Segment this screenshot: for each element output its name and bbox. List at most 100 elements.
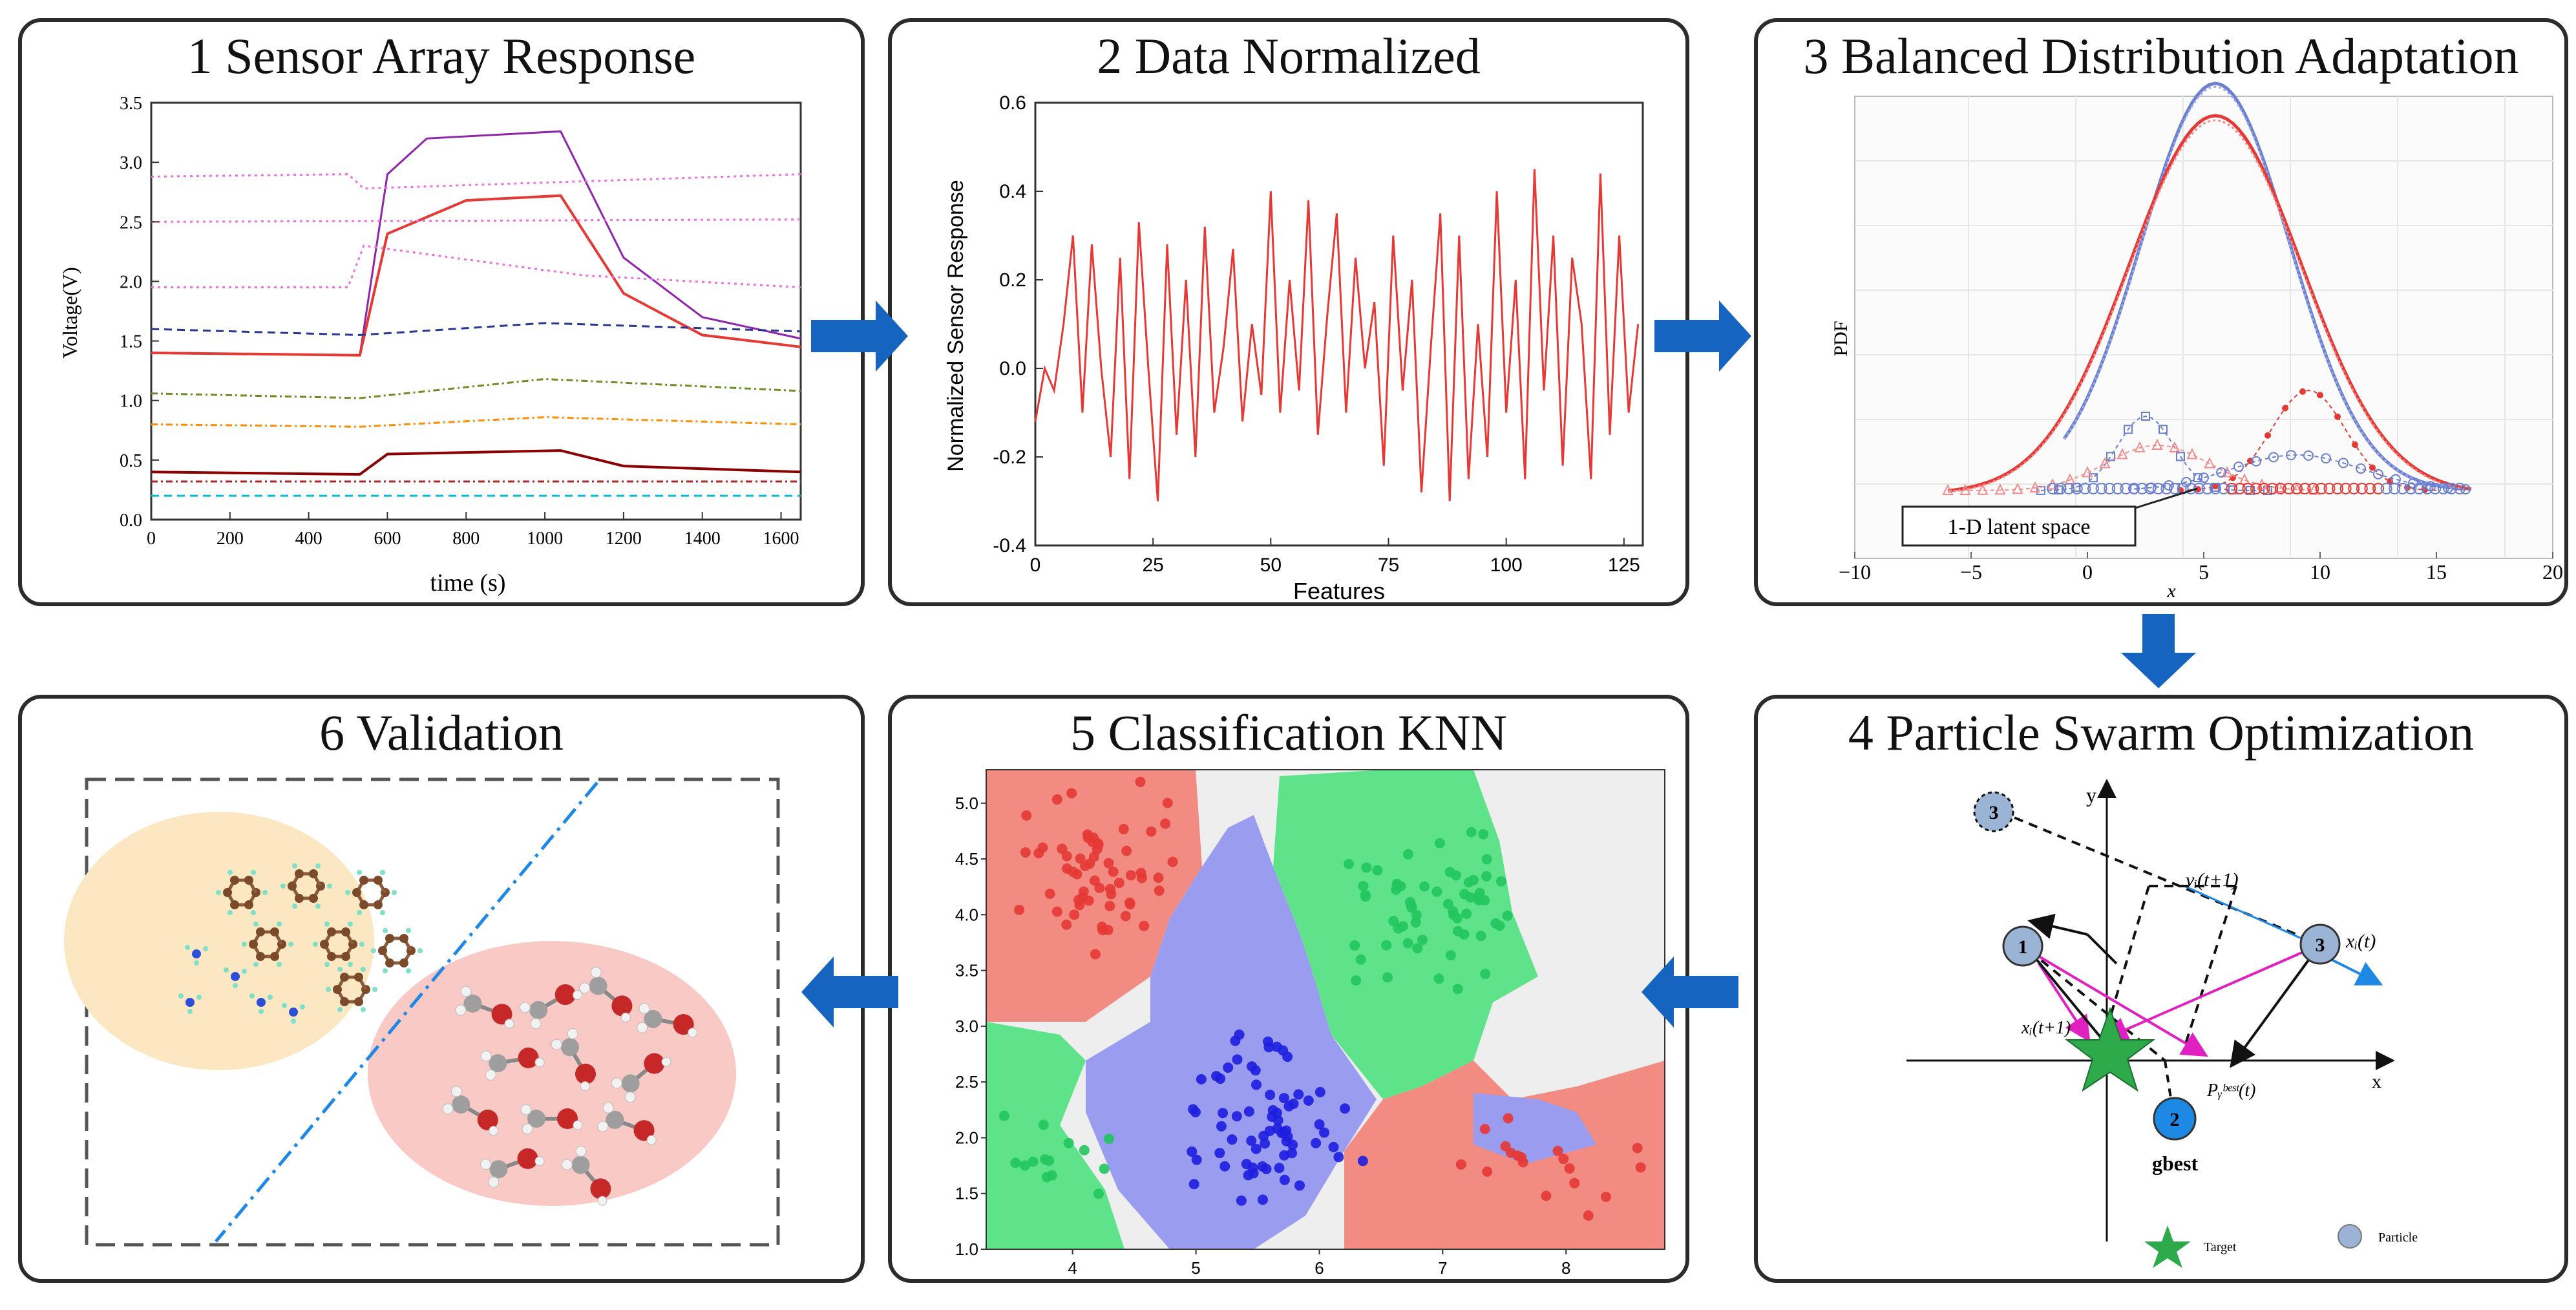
knn-point bbox=[1105, 883, 1116, 894]
knn-point bbox=[1188, 1179, 1199, 1190]
x-tick-label: 100 bbox=[1490, 555, 1523, 576]
alcohol-molecule bbox=[561, 1145, 611, 1206]
knn-point bbox=[1444, 867, 1455, 878]
knn-point bbox=[1082, 829, 1093, 840]
particle-label: 1 bbox=[2018, 936, 2028, 958]
particle-2-gbest: 2 bbox=[2153, 1097, 2197, 1141]
sensor-curve bbox=[151, 244, 801, 289]
knn-point bbox=[1479, 1123, 1490, 1134]
latent-point bbox=[2047, 483, 2058, 494]
y-tick-label: 1.0 bbox=[955, 1240, 978, 1259]
pdf-marker bbox=[2176, 452, 2185, 461]
knn-point bbox=[1057, 843, 1068, 854]
alcohol-molecule bbox=[480, 1047, 545, 1081]
x-tick-label: 0 bbox=[147, 529, 156, 549]
knn-point bbox=[1160, 818, 1171, 829]
x-tick-label: 1400 bbox=[684, 529, 721, 549]
knn-point bbox=[1481, 854, 1492, 865]
latent-point bbox=[2323, 483, 2336, 494]
sensor-curve bbox=[151, 449, 801, 476]
pdf-marker bbox=[2338, 458, 2349, 469]
knn-point bbox=[1281, 1136, 1292, 1146]
y-tick-label: 2.5 bbox=[120, 213, 142, 233]
knn-point bbox=[1099, 1163, 1110, 1174]
pdf-marker bbox=[2141, 412, 2150, 421]
x-axis-label: x bbox=[2166, 580, 2176, 602]
legend-star-icon bbox=[2144, 1225, 2191, 1268]
knn-point bbox=[1232, 1054, 1243, 1065]
knn-point bbox=[1276, 1128, 1287, 1139]
particle-1: 1 bbox=[2002, 925, 2043, 967]
pdf-marker bbox=[2334, 413, 2341, 420]
x-axis-label: x bbox=[2372, 1071, 2381, 1092]
x-tick-label: 50 bbox=[1260, 555, 1282, 576]
y-tick-label: 0.2 bbox=[999, 269, 1026, 291]
knn-point bbox=[1503, 1113, 1514, 1124]
knn-point bbox=[1196, 1073, 1207, 1084]
knn-point bbox=[1121, 845, 1132, 856]
latent-point bbox=[2193, 483, 2205, 494]
latent-point bbox=[2217, 483, 2230, 494]
pdf-marker bbox=[2199, 472, 2209, 483]
knn-point bbox=[1381, 940, 1392, 951]
ammonia-molecule bbox=[185, 945, 208, 966]
pdf-marker bbox=[2134, 441, 2146, 452]
panel-title: 3 Balanced Distribution Adaptation bbox=[1803, 28, 2519, 84]
benzene-molecule bbox=[345, 869, 397, 916]
latent-point bbox=[2104, 483, 2116, 494]
pdf-marker bbox=[2251, 456, 2261, 467]
normalized-series bbox=[1034, 169, 1640, 502]
alcohol-molecule bbox=[442, 1086, 499, 1136]
gbest-label: gbest bbox=[2152, 1152, 2198, 1175]
y-tick-label: 2.0 bbox=[120, 272, 142, 292]
knn-point bbox=[1358, 881, 1369, 892]
latent-point bbox=[2437, 483, 2449, 494]
knn-point bbox=[1541, 1190, 1552, 1201]
pdf-marker bbox=[2164, 480, 2174, 491]
knn-point bbox=[1066, 788, 1077, 799]
validation-diagram bbox=[64, 777, 780, 1247]
knn-point bbox=[1069, 909, 1080, 920]
knn-point bbox=[1294, 1180, 1305, 1191]
knn-point bbox=[1010, 1157, 1021, 1168]
knn-point bbox=[1303, 1095, 1314, 1106]
pdf-marker bbox=[2193, 473, 2202, 483]
knn-point bbox=[1340, 1103, 1351, 1114]
alcohol-molecule bbox=[520, 1104, 583, 1135]
pdf-marker bbox=[1977, 483, 1989, 495]
knn-point bbox=[1419, 881, 1430, 892]
pso-diagram: y x 3 1 3 2 bbox=[1906, 779, 2418, 1268]
latent-point bbox=[2339, 483, 2352, 494]
x-tick-label: 8 bbox=[1561, 1258, 1570, 1278]
knn-point bbox=[1258, 1130, 1269, 1141]
knn-point bbox=[1635, 1162, 1646, 1173]
knn-point bbox=[1044, 888, 1055, 899]
pdf-marker bbox=[2106, 452, 2115, 461]
x-tick-label: 25 bbox=[1142, 555, 1163, 576]
latent-point bbox=[2095, 483, 2107, 494]
pdf-marker bbox=[2460, 484, 2471, 495]
pdf-marker bbox=[2012, 483, 2023, 494]
arrow-3-to-4 bbox=[2121, 614, 2196, 688]
knn-point bbox=[1061, 850, 1072, 861]
particle-label: 3 bbox=[2316, 935, 2325, 956]
y-tick-label: -0.4 bbox=[993, 535, 1026, 556]
knn-point bbox=[1431, 886, 1442, 897]
knn-point bbox=[1218, 1108, 1229, 1119]
knn-point bbox=[1494, 920, 1505, 931]
panel-title: 2 Data Normalized bbox=[1097, 28, 1481, 84]
knn-point bbox=[1093, 1189, 1104, 1199]
pdf-marker bbox=[2186, 448, 2198, 460]
benzene-molecule bbox=[326, 966, 377, 1013]
panel-bda: 3 Balanced Distribution Adaptation PDF −… bbox=[1754, 18, 2568, 606]
knn-point bbox=[1187, 1146, 1198, 1157]
knn-point bbox=[1452, 984, 1463, 995]
knn-point bbox=[1162, 798, 1173, 808]
knn-point bbox=[1251, 1143, 1262, 1154]
latent-point bbox=[2233, 483, 2246, 494]
knn-point bbox=[1314, 1119, 1325, 1130]
knn-point bbox=[1274, 1163, 1285, 1174]
